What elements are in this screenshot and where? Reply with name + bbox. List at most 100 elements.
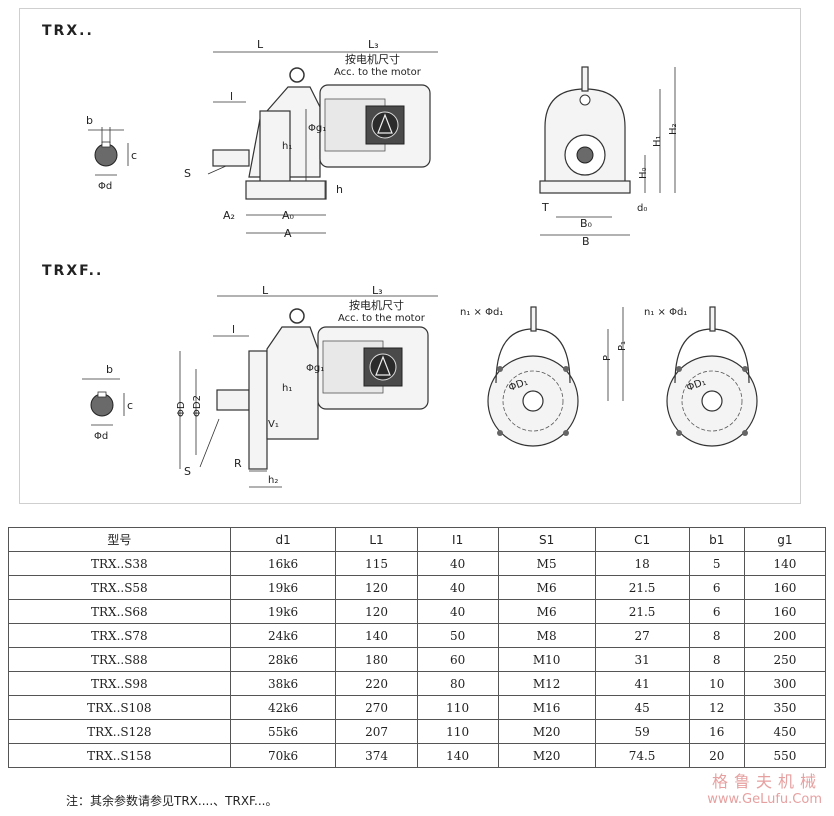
trx-T-label: T (541, 201, 549, 214)
trxf-side-view: L L₃ 按电机尺寸 Acc. to the motor l ΦD ΦD2 S … (176, 284, 438, 488)
table-cell: 220 (335, 671, 418, 696)
table-cell: 45 (594, 695, 690, 720)
trxf-g1-label: Φg₁ (306, 363, 324, 374)
footnote: 注：其余参数请参见TRX....、TRXF...。 (66, 794, 278, 808)
trx-d0-label: d₀ (637, 203, 647, 214)
trx-front-view: H₁ H₂ H₀ T B₀ d₀ B (539, 66, 679, 248)
header-C1: C1 (594, 527, 690, 552)
table-cell: 40 (416, 599, 499, 624)
table-cell: 110 (416, 719, 499, 744)
header-d1: d1 (229, 527, 337, 552)
trxf-n1d1-label-b: n₁ × Φd₁ (644, 307, 687, 318)
header-L1: L1 (335, 527, 418, 552)
trx-L-label: L (257, 38, 264, 51)
table-cell: M6 (497, 599, 596, 624)
table-cell: M8 (497, 623, 596, 648)
table-cell: 115 (335, 551, 418, 576)
trx-A0-label: A₀ (282, 209, 295, 222)
table-cell: 450 (743, 719, 827, 744)
trxf-v1-label: V₁ (268, 419, 279, 430)
trxf-h1-label: h₁ (282, 383, 292, 394)
table-cell: 60 (416, 647, 499, 672)
header-b1: b1 (688, 527, 745, 552)
table-cell: 160 (743, 599, 827, 624)
table-cell: 74.5 (594, 743, 690, 768)
table-row: TRX..S38 16k6 115 40 M5 18 5 140 (8, 551, 827, 576)
table-cell: 6 (688, 599, 745, 624)
trxf-flange-view-1: n₁ × Φd₁ P P₁ ΦD₁ (460, 306, 628, 447)
table-header-row: 型号 d1 L1 I1 S1 C1 b1 g1 (8, 527, 827, 552)
dimension-table: 型号 d1 L1 I1 S1 C1 b1 g1 TRX..S38 16k6 11… (8, 527, 827, 768)
trxf-l-label: l (232, 323, 235, 336)
trx-motor-en-label: Acc. to the motor (334, 67, 422, 78)
table-cell: 180 (335, 647, 418, 672)
table-cell: 28k6 (229, 647, 337, 672)
table-cell: M12 (497, 671, 596, 696)
trx-shaft-end-view: b c Φd (86, 114, 137, 192)
trx-c-label: c (131, 149, 137, 162)
table-cell: 140 (416, 743, 499, 768)
trxf-L3-label: L₃ (372, 284, 383, 297)
table-cell: 59 (594, 719, 690, 744)
table-cell: 20 (688, 743, 745, 768)
table-cell: TRX..S38 (8, 551, 231, 576)
watermark: 格鲁夫机械 www.GeLufu.Com (707, 768, 822, 807)
drawing-svg: TRX.. b c Φd (42, 23, 758, 488)
table-cell: 10 (688, 671, 745, 696)
table-cell: M5 (497, 551, 596, 576)
table-cell: TRX..S68 (8, 599, 231, 624)
table-cell: 19k6 (229, 599, 337, 624)
table-cell: 21.5 (594, 575, 690, 600)
trx-H1-label: H₁ (652, 135, 663, 147)
table-cell: 21.5 (594, 599, 690, 624)
table-cell: 200 (743, 623, 827, 648)
trxf-h2-label: h₂ (268, 475, 278, 486)
table-cell: TRX..S58 (8, 575, 231, 600)
table-cell: 80 (416, 671, 499, 696)
table-cell: 8 (688, 647, 745, 672)
trx-A-label: A (284, 227, 292, 240)
trx-H2-label: H₂ (668, 123, 679, 135)
table-cell: 350 (743, 695, 827, 720)
trxf-D-label: ΦD (176, 401, 187, 417)
trx-b-label: b (86, 114, 93, 127)
table-cell: 50 (416, 623, 499, 648)
technical-drawing: TRX.. b c Φd (19, 8, 801, 504)
trx-motor-cn-label: 按电机尺寸 (345, 52, 400, 66)
table-cell: 120 (335, 599, 418, 624)
trx-A2-label: A₂ (223, 209, 235, 222)
trx-title: TRX.. (42, 23, 94, 39)
table-cell: TRX..S128 (8, 719, 231, 744)
table-row: TRX..S68 19k6 120 40 M6 21.5 6 160 (8, 599, 827, 624)
table-cell: 120 (335, 575, 418, 600)
trx-B-label: B (582, 235, 590, 248)
table-row: TRX..S88 28k6 180 60 M10 31 8 250 (8, 647, 827, 672)
table-cell: 550 (743, 743, 827, 768)
table-cell: 374 (335, 743, 418, 768)
trxf-b-label: b (106, 363, 113, 376)
table-row: TRX..S78 24k6 140 50 M8 27 8 200 (8, 623, 827, 648)
trxf-title: TRXF.. (42, 263, 103, 279)
trx-h1-label: h₁ (282, 141, 292, 152)
trxf-D2-label: ΦD2 (192, 395, 203, 417)
table-cell: 270 (335, 695, 418, 720)
trxf-P1-label: P₁ (617, 341, 628, 351)
trx-S-label: S (184, 167, 191, 180)
table-cell: 300 (743, 671, 827, 696)
table-cell: M20 (497, 719, 596, 744)
table-cell: 5 (688, 551, 745, 576)
trx-d-label: Φd (98, 181, 112, 192)
table-cell: TRX..S108 (8, 695, 231, 720)
trxf-shaft-end-view: b c Φd (82, 363, 133, 442)
header-I1: I1 (416, 527, 499, 552)
table-cell: 12 (688, 695, 745, 720)
table-cell: 40 (416, 551, 499, 576)
table-cell: 19k6 (229, 575, 337, 600)
table-cell: M16 (497, 695, 596, 720)
table-cell: 18 (594, 551, 690, 576)
table-row: TRX..S158 70k6 374 140 M20 74.5 20 550 (8, 743, 827, 768)
table-cell: 40 (416, 575, 499, 600)
table-cell: TRX..S78 (8, 623, 231, 648)
trxf-motor-en-label: Acc. to the motor (338, 313, 426, 324)
table-cell: M6 (497, 575, 596, 600)
